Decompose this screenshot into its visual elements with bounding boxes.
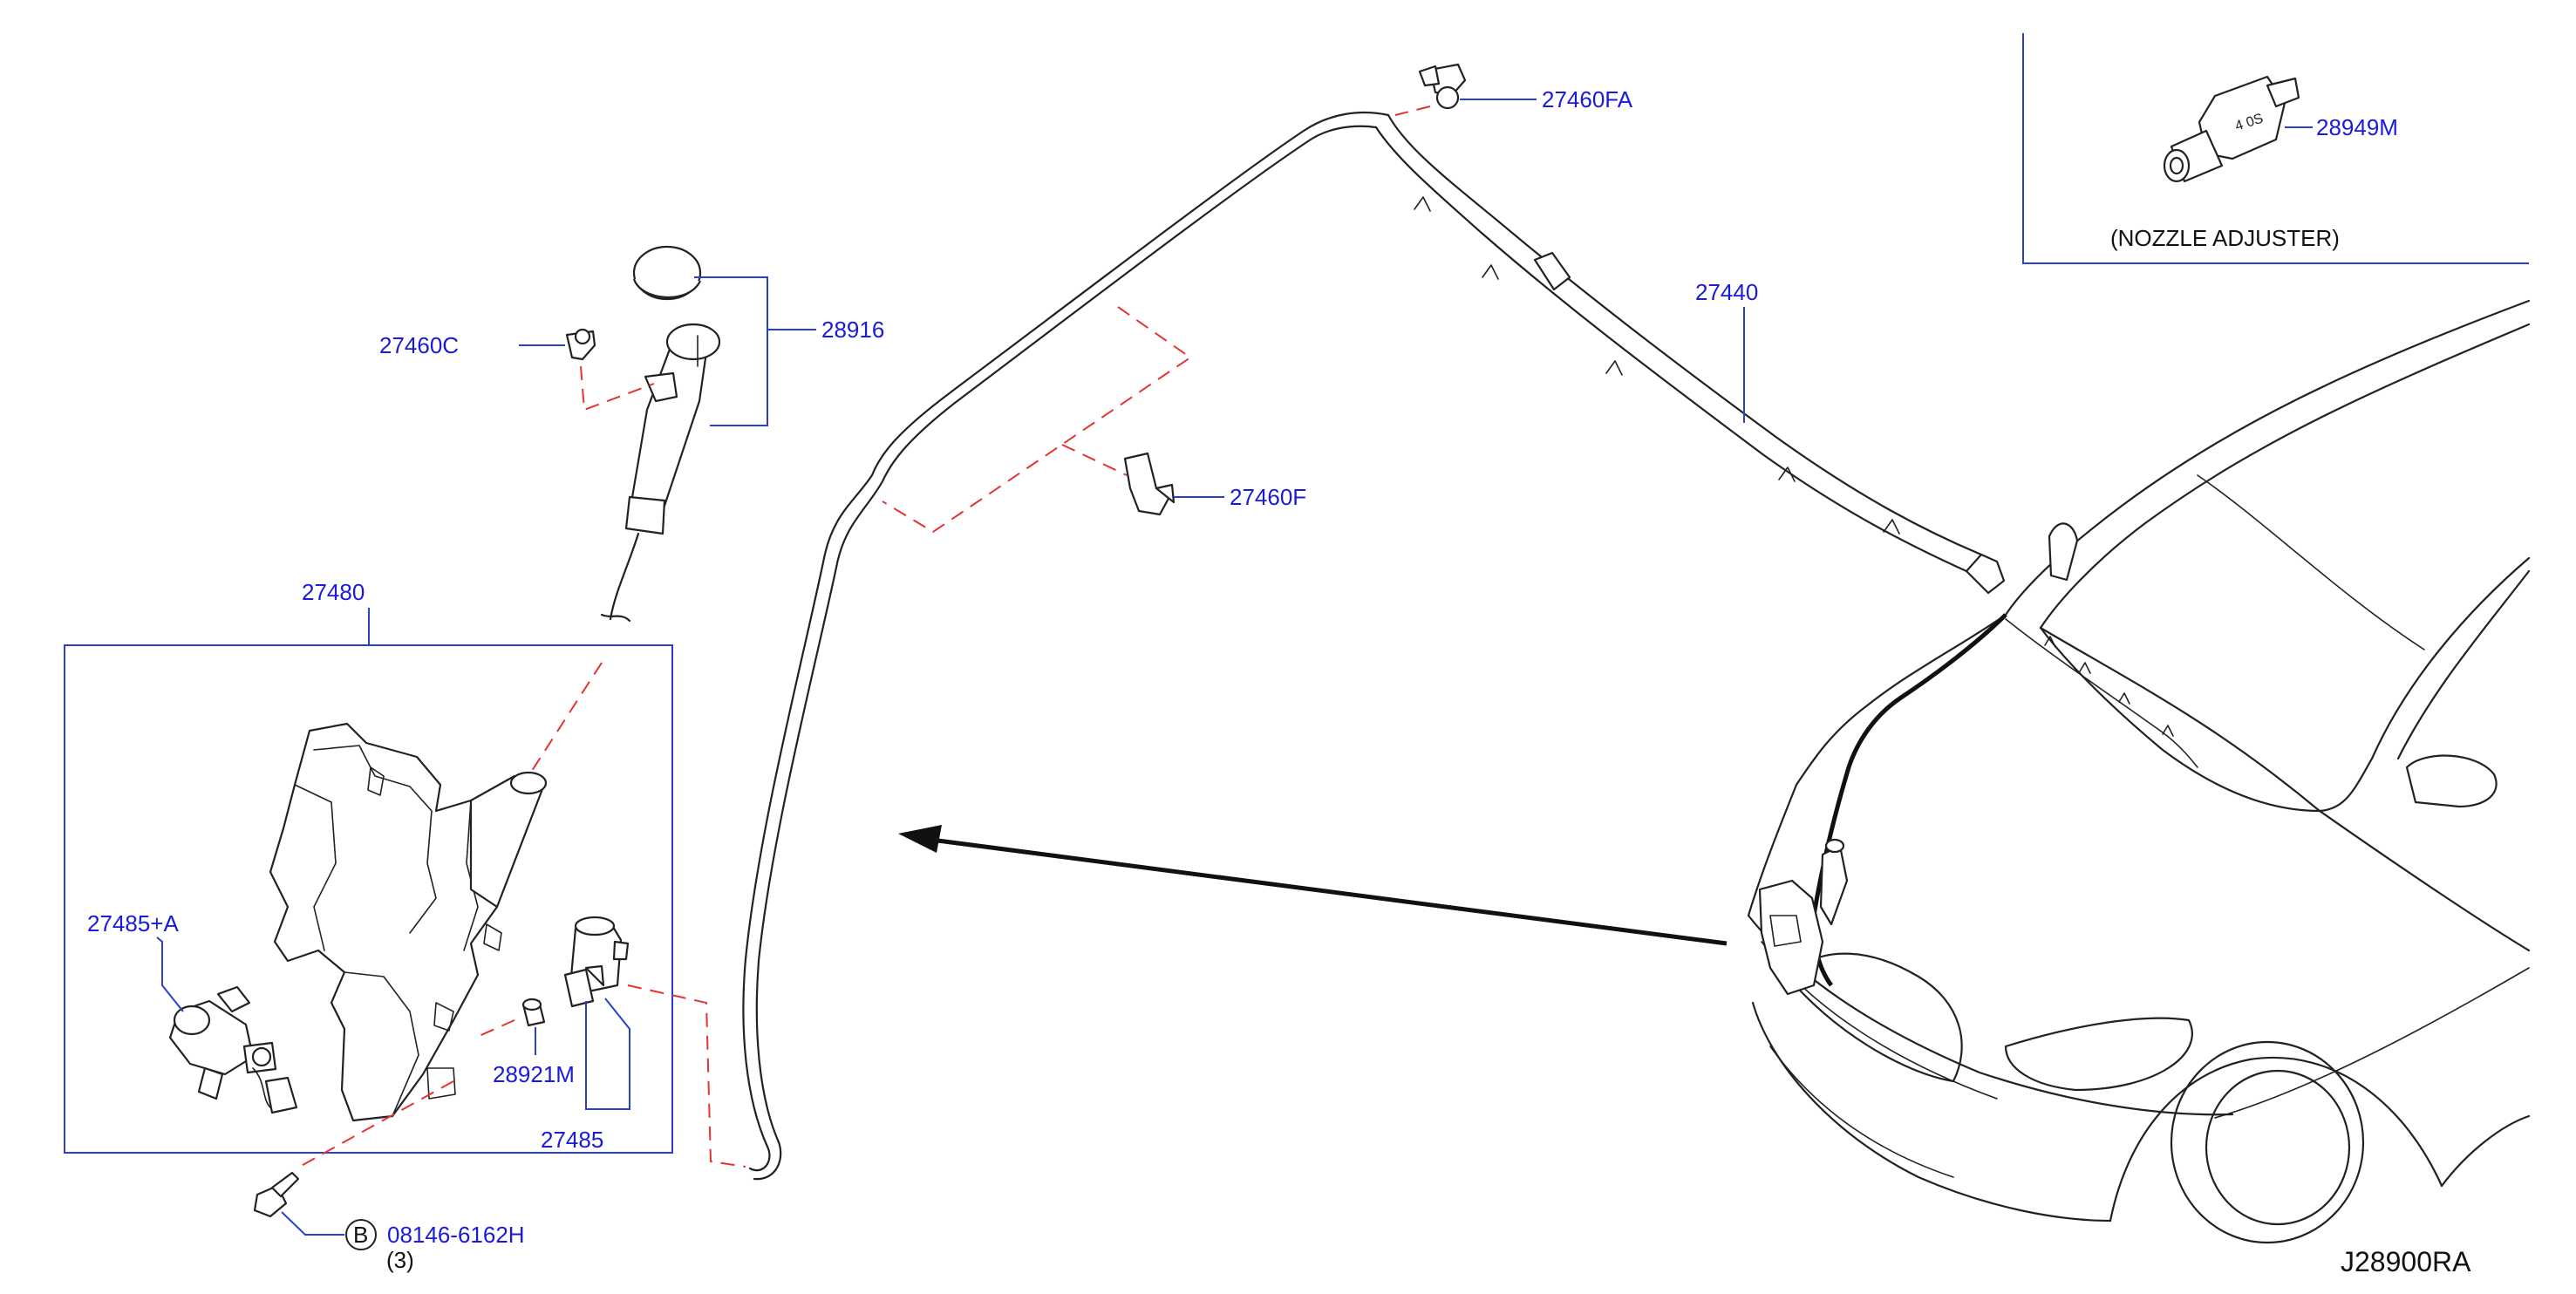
diagram-code: J28900RA (2341, 1246, 2471, 1277)
label-27485: 27485 (541, 1127, 603, 1153)
label-bolt-quantity: (3) (386, 1247, 414, 1273)
label-27460c: 27460C (379, 332, 459, 358)
pump-27485a (168, 985, 298, 1114)
grommet-28921m (521, 998, 546, 1027)
bolt-circle-letter: B (353, 1222, 368, 1248)
clip-27460f: 27460F (882, 306, 1306, 534)
nozzle-adjuster-inset: 4 0S 28949M (NOZZLE ADJUSTER) (2022, 33, 2529, 264)
vehicle-outline (1747, 299, 2531, 1244)
location-arrow (898, 825, 1728, 946)
label-08146-6162h: 08146-6162H (387, 1222, 525, 1248)
clip-27460fa: 27460FA (1394, 63, 1633, 116)
washer-hose (742, 111, 1390, 1181)
nozzle-adjuster-part: 4 0S (2163, 75, 2300, 183)
filler-neck-28916: 28916 (600, 245, 884, 623)
label-27485a: 27485+A (87, 910, 179, 936)
clip-27460c: 27460C (379, 328, 655, 412)
label-28949m: 28949M (2316, 114, 2398, 140)
label-27460f: 27460F (1230, 484, 1306, 510)
label-27460fa: 27460FA (1542, 86, 1633, 112)
label-27480: 27480 (302, 579, 365, 605)
label-27440: 27440 (1695, 279, 1758, 305)
pump-27485 (563, 916, 630, 1008)
label-28921m: 28921M (493, 1061, 575, 1087)
reservoir-assembly-27480: 27480 27485+A (64, 579, 746, 1168)
hose-27440: 27440 (1374, 113, 2006, 595)
bolt-08146-6162h: B 08146-6162H (3) (253, 1080, 525, 1273)
label-nozzle-adjuster: (NOZZLE ADJUSTER) (2110, 225, 2340, 251)
label-28916: 28916 (821, 317, 884, 343)
